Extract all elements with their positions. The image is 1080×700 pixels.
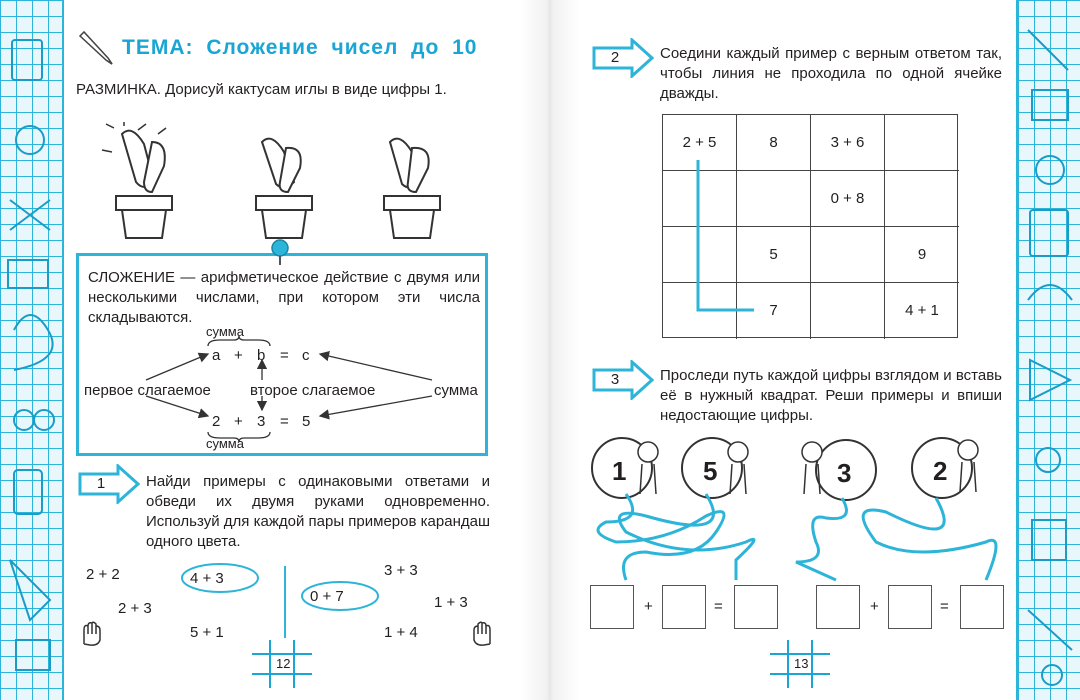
task2-badge: 2 <box>592 36 655 83</box>
grid-cell[interactable]: 5 <box>737 227 811 283</box>
task2-number: 2 <box>610 49 620 66</box>
formula-plus: + <box>234 347 243 364</box>
maze-illustration <box>591 437 998 582</box>
example-right-2: 0 + 7 <box>310 588 344 605</box>
equals-sign: = <box>940 598 949 615</box>
grid-cell[interactable]: 9 <box>885 227 959 283</box>
cactus-icon <box>255 137 313 239</box>
task1-badge: 1 <box>78 462 141 509</box>
task3-text: Проследи путь каждой цифры взглядом и вс… <box>660 367 1002 424</box>
doodle-icons-right <box>1027 29 1073 686</box>
right-doodle-strip <box>1016 0 1080 700</box>
answer-box[interactable] <box>960 585 1004 629</box>
maze-digit-4: 2 <box>933 456 948 486</box>
formula-b: b <box>257 347 266 364</box>
answer-box[interactable] <box>816 585 860 629</box>
page-number-hash-right <box>770 640 830 688</box>
cactus-illustrations <box>101 122 441 239</box>
page-number-right: 13 <box>794 656 809 671</box>
task2-text: Соедини каждый пример с верным ответом т… <box>660 45 1002 102</box>
definition-arrows <box>145 350 433 420</box>
answer-box[interactable] <box>662 585 706 629</box>
grid-cell[interactable] <box>737 171 811 227</box>
left-doodle-strip <box>0 0 64 700</box>
plus-sign: + <box>870 598 879 615</box>
task2-grid: 2 + 5 8 3 + 6 0 + 8 5 9 7 4 + 1 <box>662 114 959 339</box>
label-first-addend: первое слагаемое <box>84 382 211 399</box>
doodle-icons-left <box>7 39 55 671</box>
book-gutter <box>520 0 580 700</box>
grid-cell[interactable] <box>811 283 885 339</box>
grid-cell[interactable] <box>663 171 737 227</box>
brace-bottom-label: сумма <box>206 436 244 451</box>
task1-number: 1 <box>96 475 106 492</box>
pushpin-icon <box>271 239 289 265</box>
formula-num-plus: + <box>234 413 243 430</box>
formula-c: c <box>302 347 310 364</box>
answer-box[interactable] <box>888 585 932 629</box>
example-left-2: 4 + 3 <box>190 570 224 587</box>
brace-bottom <box>207 431 271 442</box>
task3-number: 3 <box>610 371 620 388</box>
hand-icon <box>83 621 101 646</box>
warmup-text: РАЗМИНКА. Дорисуй кактусам иглы в виде ц… <box>76 81 447 98</box>
pencil-icon <box>78 30 113 65</box>
arrow-badge-icon <box>78 462 141 506</box>
definition-text: СЛОЖЕНИЕ — арифметическое действие с дву… <box>88 269 480 326</box>
task1-text: Найди примеры с одинаковыми ответами и о… <box>146 473 490 550</box>
grid-cell[interactable]: 7 <box>737 283 811 339</box>
example-right-3: 1 + 3 <box>434 594 468 611</box>
formula-num-b: 3 <box>257 413 266 430</box>
hand-icon <box>473 621 491 646</box>
label-second-addend: второе слагаемое <box>250 382 376 399</box>
example-right-4: 1 + 4 <box>384 624 418 641</box>
brace-top-label: сумма <box>206 324 244 339</box>
circled-example-right <box>301 581 379 611</box>
task3-badge: 3 <box>592 358 655 405</box>
grid-cell[interactable] <box>885 115 959 171</box>
grid-cell[interactable]: 8 <box>737 115 811 171</box>
arrow-badge-icon <box>592 358 655 402</box>
cactus-icon <box>115 129 173 239</box>
example-left-3: 2 + 3 <box>118 600 152 617</box>
grid-cell[interactable]: 0 + 8 <box>811 171 885 227</box>
grid-cell[interactable] <box>885 171 959 227</box>
circled-example-left <box>181 563 259 593</box>
maze-digit-3: 3 <box>837 458 852 488</box>
page-number-left: 12 <box>276 656 291 671</box>
example-connection-line <box>696 160 754 312</box>
formula-num-a: 2 <box>212 413 221 430</box>
formula-a: a <box>212 347 221 364</box>
arrow-badge-icon <box>592 36 655 80</box>
formula-num-c: 5 <box>302 413 311 430</box>
grid-cell[interactable] <box>663 227 737 283</box>
answer-box[interactable] <box>590 585 634 629</box>
formula-num-eq: = <box>280 413 289 430</box>
task1-divider <box>284 566 286 638</box>
grid-cell[interactable]: 4 + 1 <box>905 302 939 319</box>
kid-icon <box>637 439 979 495</box>
label-sum: сумма <box>434 382 478 399</box>
equals-sign: = <box>714 598 723 615</box>
example-right-1: 3 + 3 <box>384 562 418 579</box>
grid-cell[interactable]: 2 + 5 <box>663 115 737 171</box>
example-left-1: 2 + 2 <box>86 566 120 583</box>
maze-digit-2: 5 <box>703 456 718 486</box>
topic-title: ТЕМА: Сложение чисел до 10 <box>122 36 478 59</box>
grid-cell[interactable] <box>811 227 885 283</box>
formula-eq: = <box>280 347 289 364</box>
cactus-icon <box>383 137 441 239</box>
brace-top <box>207 336 271 347</box>
page-number-hash-left <box>252 640 312 688</box>
maze-digit-1: 1 <box>612 456 627 486</box>
grid-cell[interactable]: 3 + 6 <box>811 115 885 171</box>
answer-box[interactable] <box>734 585 778 629</box>
plus-sign: + <box>644 598 653 615</box>
example-left-4: 5 + 1 <box>190 624 224 641</box>
